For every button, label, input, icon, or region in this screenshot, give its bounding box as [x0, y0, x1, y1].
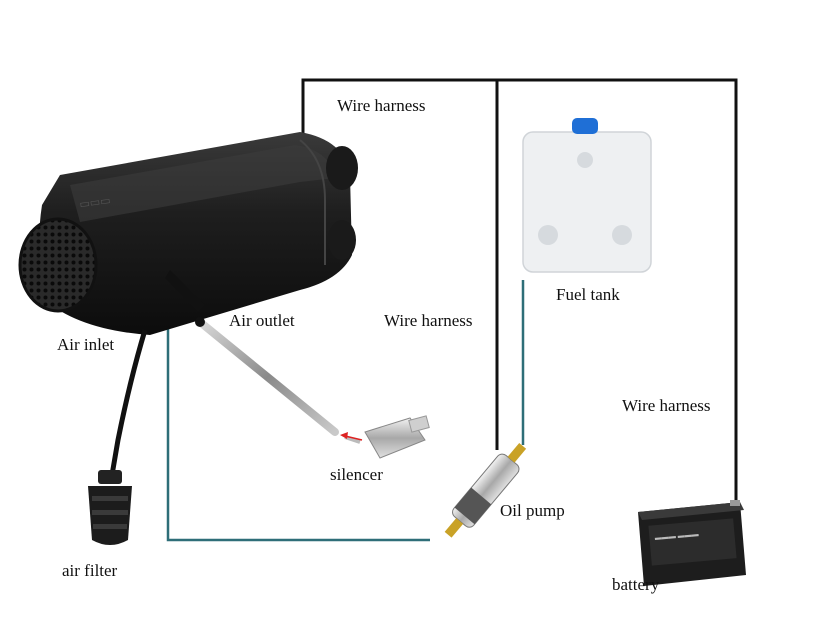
- fuel-lines: [166, 280, 525, 542]
- label-air-inlet: Air inlet: [57, 335, 115, 354]
- wire-harness-top-loop: [301, 78, 499, 450]
- label-wire-harness-right: Wire harness: [622, 396, 711, 415]
- fuel-line-pump-to-heater: [166, 328, 430, 542]
- svg-text:▭▭▭: ▭▭▭: [79, 195, 112, 211]
- flow-arrow-icon: [340, 432, 363, 441]
- label-silencer: silencer: [330, 465, 383, 484]
- exhaust-pipe: [196, 318, 339, 436]
- air-inlet-grill-icon: [18, 217, 98, 313]
- silencer: [344, 415, 430, 459]
- air-filter: [88, 470, 132, 545]
- svg-text:▬▬▬ ▬▬▬: ▬▬▬ ▬▬▬: [655, 531, 699, 542]
- air-inlet-hose: [109, 329, 148, 476]
- label-fuel-tank: Fuel tank: [556, 285, 620, 304]
- label-oil-pump: Oil pump: [500, 501, 565, 520]
- battery: ▬▬▬ ▬▬▬: [638, 500, 746, 586]
- label-wire-harness-mid: Wire harness: [384, 311, 473, 330]
- heater-unit: ▭▭▭: [18, 132, 358, 335]
- label-air-filter: air filter: [62, 561, 118, 580]
- oil-pump: [444, 442, 527, 538]
- wire-harness-lines: [301, 78, 738, 505]
- label-battery: battery: [612, 575, 660, 594]
- label-wire-harness-top: Wire harness: [337, 96, 426, 115]
- wire-harness-to-battery: [497, 78, 738, 505]
- fuel-tank: [522, 118, 652, 273]
- label-air-outlet: Air outlet: [229, 311, 295, 330]
